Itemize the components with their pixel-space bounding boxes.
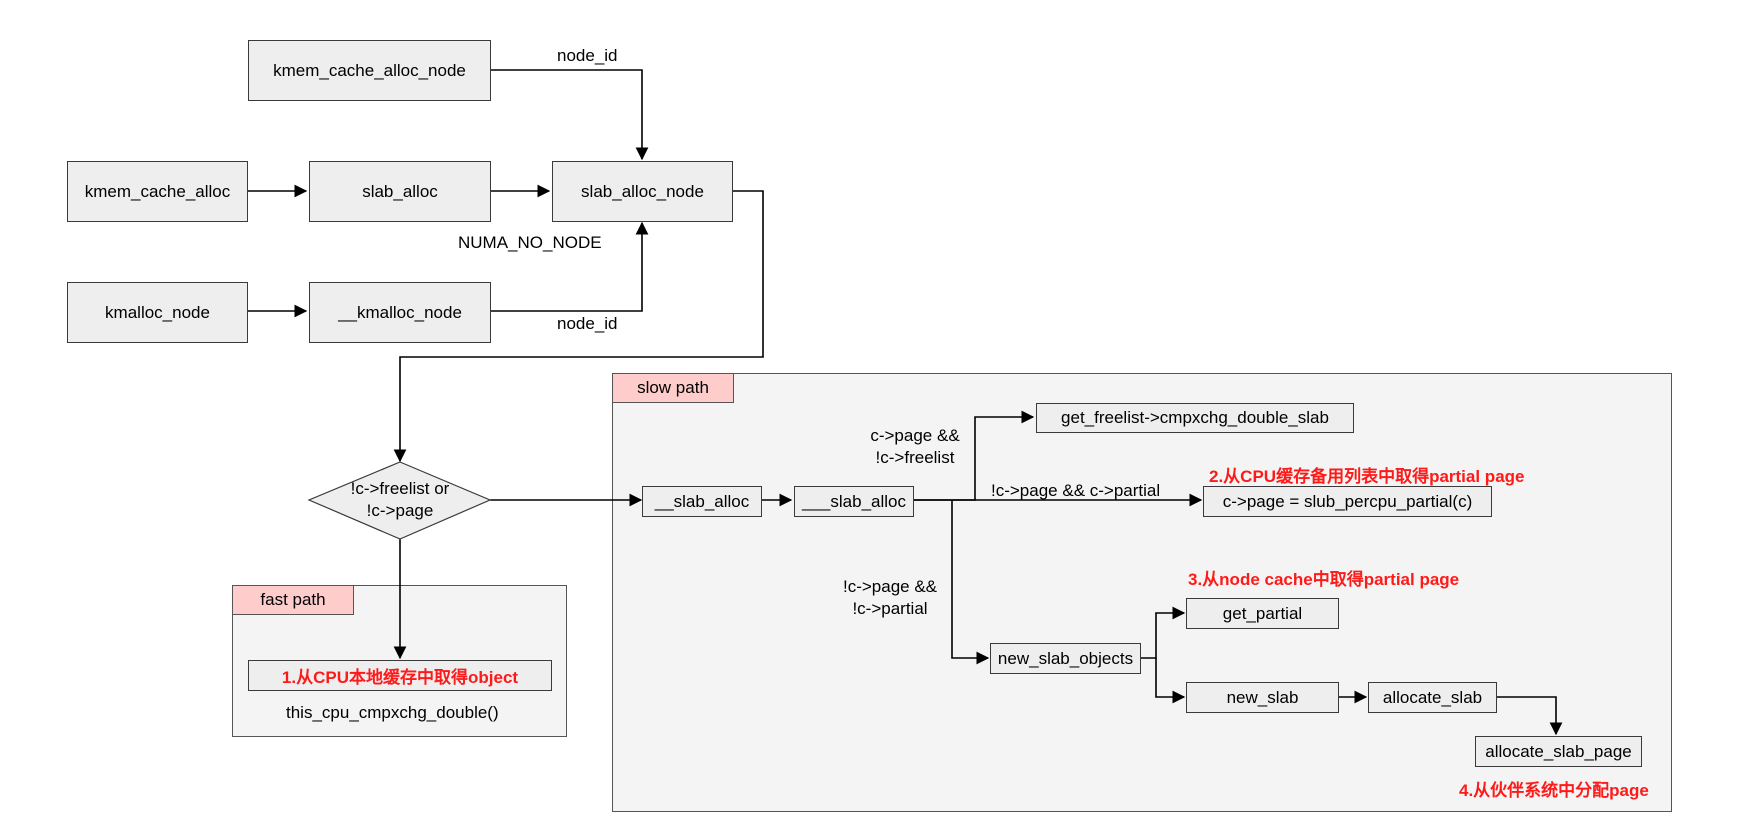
label-node-id-top: node_id (557, 46, 618, 65)
label-cond-percpu-partial: !c->page && c->partial (991, 481, 1161, 500)
edge-san-to-decision (393, 190, 764, 463)
decision-diamond (307, 461, 492, 540)
fast-path-tag: fast path (232, 585, 354, 615)
__slab-alloc-box: __slab_alloc (642, 486, 762, 517)
slub-percpu-partial-box: c->page = slub_percpu_partial(c) (1203, 486, 1492, 517)
allocate-slab-page-box: allocate_slab_page (1475, 736, 1642, 767)
new-slab-box: new_slab (1186, 682, 1339, 713)
cond-partial-line-1: !c->page && (842, 577, 938, 596)
label-cond-freelist: c->page && !c->freelist (860, 425, 970, 469)
edge-to-new-slab-objects (951, 500, 990, 665)
annotation-step4: 4.从伙伴系统中分配page (1459, 781, 1649, 800)
get-partial-box: get_partial (1186, 598, 1339, 629)
cond-freelist-line-2: !c->freelist (875, 448, 955, 467)
new-slab-objects-box: new_slab_objects (990, 643, 1141, 674)
cond-partial-line-2: !c->partial (852, 599, 928, 618)
kmalloc-node-box: kmalloc_node (67, 282, 248, 343)
___slab-alloc-box: ___slab_alloc (794, 486, 914, 517)
edge-kn2-to-san (491, 221, 649, 312)
slab-alloc-node-box: slab_alloc_node (552, 161, 733, 222)
get-freelist-box: get_freelist->cmpxchg_double_slab (1036, 403, 1354, 433)
slow-path-tag: slow path (612, 373, 734, 403)
edge-kcan-to-san (491, 69, 649, 161)
edge-allocslab-to-page (1497, 696, 1563, 736)
step1-label: 1.从CPU本地缓存中取得object (281, 668, 519, 687)
decision-label: !c->freelist or !c->page (330, 478, 470, 522)
annotation-step2: 2.从CPU缓存备用列表中取得partial page (1209, 467, 1525, 486)
fast-path-step-box: 1.从CPU本地缓存中取得object (248, 660, 552, 691)
__kmalloc-node-box: __kmalloc_node (309, 282, 491, 343)
label-numa-no-node: NUMA_NO_NODE (458, 233, 602, 252)
edge-to-get-partial (1141, 606, 1186, 659)
label-node-id-bottom: node_id (557, 314, 618, 333)
edge-to-new-slab (1155, 658, 1186, 704)
decision-line-2: !c->page (366, 501, 434, 520)
slab-alloc-box: slab_alloc (309, 161, 491, 222)
cond-freelist-line-1: c->page && (870, 426, 960, 445)
this-cpu-cmpxchg-label: this_cpu_cmpxchg_double() (286, 703, 499, 722)
decision-line-1: !c->freelist or (350, 479, 450, 498)
allocate-slab-box: allocate_slab (1368, 682, 1497, 713)
label-cond-partial: !c->page && !c->partial (835, 576, 945, 620)
annotation-step3: 3.从node cache中取得partial page (1188, 570, 1460, 589)
kmem-cache-alloc-box: kmem_cache_alloc (67, 161, 248, 222)
kmem-cache-alloc-node-box: kmem_cache_alloc_node (248, 40, 491, 101)
